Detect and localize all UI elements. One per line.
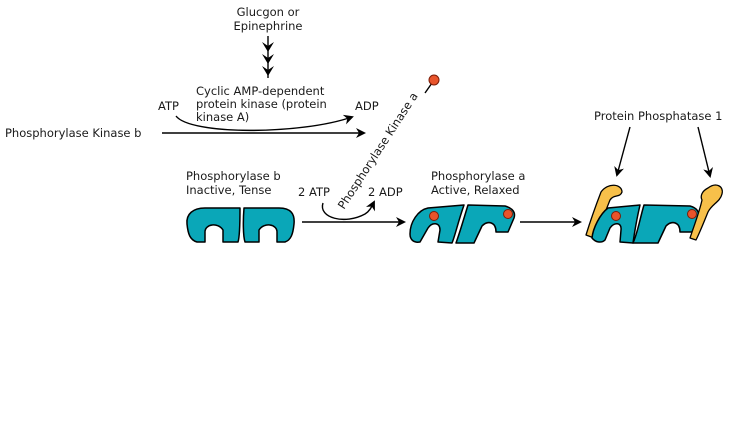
phosphate-icon <box>503 209 513 219</box>
phosphorylase-a-dimer-icon <box>409 204 516 244</box>
phosphorylase-b-dimer-icon <box>186 207 295 243</box>
pka-label-line3: kinase A) <box>196 110 249 124</box>
kinase-b-label: Phosphorylase Kinase b <box>5 126 141 140</box>
pp1-complex-icon <box>585 184 723 244</box>
phosphorylase-a-line1: Phosphorylase a <box>431 169 525 183</box>
pp1-arrow-left <box>614 126 631 177</box>
phosphorylase-a-line2: Active, Relaxed <box>431 183 520 197</box>
phosphate-icon <box>611 211 621 221</box>
phosphorylase-b-line1: Phosphorylase b <box>186 169 281 183</box>
phosphate-icon <box>429 211 439 221</box>
adp2-label: 2 ADP <box>368 185 403 199</box>
pp1-label: Protein Phosphatase 1 <box>594 109 722 123</box>
hormone-label-line1: Glucgon or <box>237 5 300 19</box>
phosphate-icon <box>687 209 697 219</box>
pka-label-line1: Cyclic AMP-dependent <box>196 84 325 98</box>
atp2-adp2-curved-arrow <box>321 200 375 221</box>
phosphorylase-b-line2: Inactive, Tense <box>186 183 271 197</box>
pp1-arrow-right <box>697 126 713 178</box>
atp-adp-curved-arrow <box>175 114 354 132</box>
cascade-arrow <box>262 36 274 78</box>
kinase-phosphate-icon <box>428 74 440 86</box>
pka-label-line2: protein kinase (protein <box>196 97 327 111</box>
atp-label: ATP <box>158 99 179 113</box>
atp2-label: 2 ATP <box>298 185 330 199</box>
hormone-label-line2: Epinephrine <box>234 19 303 33</box>
phosphate-stalk <box>424 82 433 94</box>
adp-label: ADP <box>355 99 379 113</box>
